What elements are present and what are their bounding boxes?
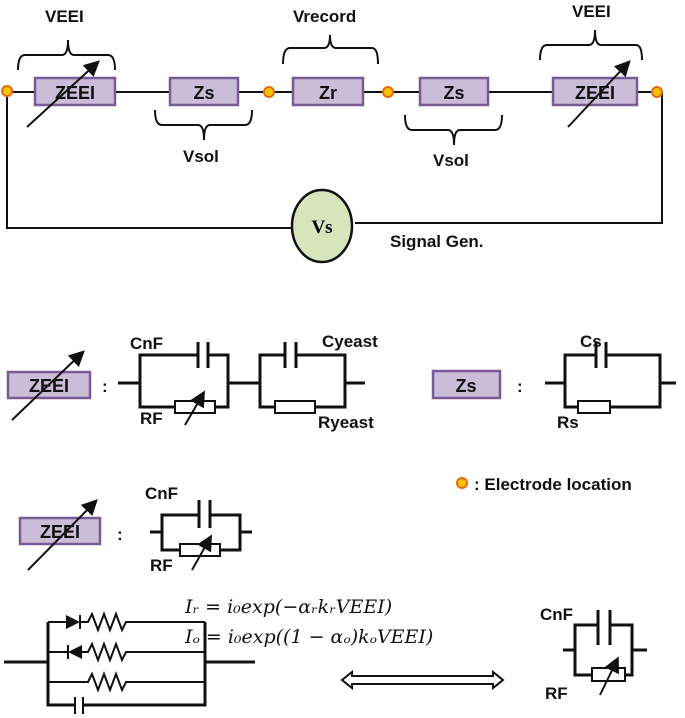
right-return-wire [355,92,663,224]
rf-label: RF [545,684,568,703]
top-circuit: ZEEI Zs Zr Zs ZEEI VEEI Vrecord VEEI Vso… [1,2,663,264]
brace-vsol-left [154,109,253,141]
diode-forward-icon [66,615,80,629]
variable-arrow-icon [27,499,98,571]
veei-right-label: VEEI [572,2,611,21]
vsol-left-label: Vsol [183,147,219,166]
zeei-box [18,516,102,546]
rf-label: RF [150,556,173,575]
equation-reduction: Iᵣ = i₀exp(−αᵣkᵣVEEI) [184,596,392,618]
electrode-legend-label: : Electrode location [474,475,632,494]
variable-arrow-icon [191,534,212,571]
veei-left-label: VEEI [45,7,84,26]
resistor-zigzag [48,671,205,693]
zs-left-box [168,76,240,107]
double-arrow-icon [340,669,505,691]
zs-model: Zs : Cs Rs [431,332,676,432]
colon: : [517,377,523,396]
zeei-model: ZEEI : CnF RF Cyeast Ryeast [6,332,378,432]
diode-reverse-icon [68,645,82,659]
zs-box [431,369,502,400]
cnf-label: CnF [145,484,178,503]
rc-parallel-yeast [258,353,347,409]
zs-left-label: Zs [193,83,214,103]
signal-source [290,188,354,264]
variable-arrow-icon [184,390,206,426]
ryeast-label: Ryeast [318,413,374,432]
resistor-zigzag [82,641,205,663]
faradaic-model: Iᵣ = i₀exp(−αᵣkᵣVEEI) Iₒ = i₀exp((1 − αₒ… [4,596,647,714]
rc-parallel-equivalent [573,623,634,677]
zeei-left-label: ZEEI [55,83,95,103]
electrode-dot [263,86,275,98]
vrecord-label: Vrecord [293,7,356,26]
zs-right-label: Zs [443,83,464,103]
rf-label: RF [140,409,163,428]
variable-arrow-icon [26,60,100,128]
brace-veei-right [539,29,643,61]
resistor-ryeast [274,400,316,414]
zs-box-label: Zs [455,376,476,396]
variable-arrow-icon [599,656,619,696]
electrode-dot [382,86,394,98]
cnf-label: CnF [540,605,573,624]
left-return-wire [6,92,292,229]
source-label: Vs [311,217,332,238]
zr-box [291,76,365,107]
cyeast-label: Cyeast [322,332,378,351]
electrode-dot [456,477,468,489]
rc-parallel [160,513,242,552]
rc-parallel-zs [563,353,662,409]
rs-label: Rs [557,413,579,432]
colon: : [102,377,108,396]
resistor-zigzag [80,611,205,633]
colon: : [117,525,123,544]
electrode-dot [1,85,13,97]
brace-vrecord [282,34,379,65]
equation-oxidation: Iₒ = i₀exp((1 − αₒ)kₒVEEI) [184,626,433,648]
cs-label: Cs [580,332,602,351]
vsol-right-label: Vsol [433,151,469,170]
zr-label: Zr [319,83,337,103]
brace-veei-left [17,39,116,71]
zeei-right-label: ZEEI [575,83,615,103]
electrode-dot [651,86,663,98]
zeei-box-label: ZEEI [40,522,80,542]
zeei-simple-model: ZEEI : CnF RF [18,484,252,575]
zs-right-box [418,76,490,107]
signal-gen-label: Signal Gen. [390,232,484,251]
resistor-rs [577,400,611,414]
legend: : Electrode location [456,475,632,494]
zeei-right-box [551,76,639,107]
zeei-box-label: ZEEI [29,376,69,396]
variable-arrow-icon [11,350,85,421]
cnf-label: CnF [130,334,163,353]
variable-arrow-icon [567,60,631,128]
rc-parallel-1 [138,353,230,409]
parallel-rails [46,622,207,707]
brace-vsol-right [404,114,503,146]
